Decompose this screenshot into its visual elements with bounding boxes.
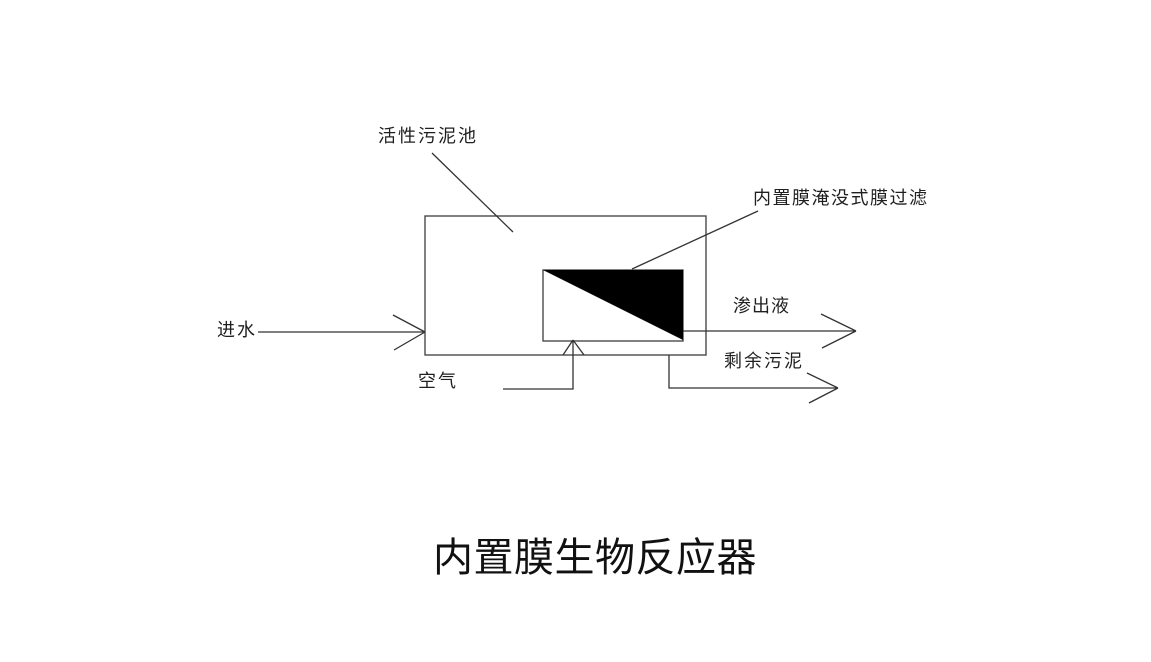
diagram-title: 内置膜生物反应器 [433, 535, 757, 580]
permeate-label: 渗出液 [733, 296, 790, 316]
membrane-module-triangle [543, 270, 683, 340]
activated-sludge-tank-outline [424, 215, 707, 356]
tank-label-leader-line [431, 152, 514, 233]
membrane-label: 内置膜淹没式膜过滤 [753, 188, 929, 208]
tank-label: 活性污泥池 [378, 126, 478, 146]
membrane-label-leader-line [631, 210, 759, 270]
permeate-arrow [683, 313, 857, 349]
influent-label: 进水 [217, 320, 257, 340]
air-arrow [503, 339, 585, 390]
influent-arrow [258, 314, 426, 351]
excess-sludge-arrow [668, 355, 839, 404]
excess-sludge-label: 剩余污泥 [724, 351, 804, 371]
air-label: 空气 [418, 371, 458, 391]
